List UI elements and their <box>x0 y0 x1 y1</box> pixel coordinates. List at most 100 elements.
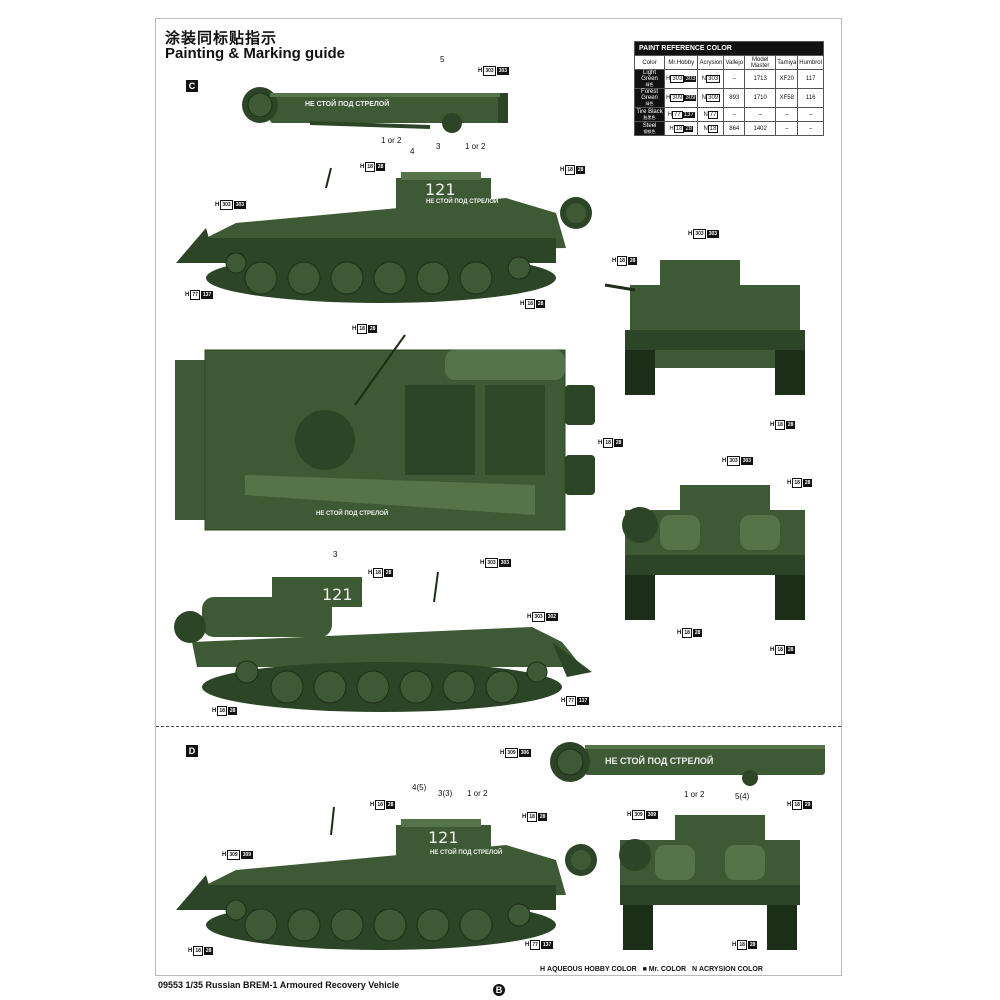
col-color: Color <box>633 55 666 70</box>
side-view-right-d <box>176 806 597 950</box>
crane-boom-drawing-d <box>550 742 825 786</box>
mrhobby-code: 309 <box>670 94 685 102</box>
legend-mr-label: ■ <box>642 966 647 973</box>
title-chinese: 涂装同标贴指示 <box>165 30 278 47</box>
vallejo-value: – <box>723 107 746 122</box>
callout-3-left: 3 <box>333 550 338 559</box>
title-english: Painting & Marking guide <box>165 45 346 62</box>
humbrol-value: – <box>797 121 824 136</box>
color-name: Light Green <box>641 70 658 82</box>
col-acrysion: Acrysion <box>697 55 725 70</box>
callout-3: 3 <box>436 142 441 151</box>
humbrol-value: – <box>797 107 824 122</box>
rear-view-d <box>619 815 800 950</box>
callout-1or2-d: 1 or 2 <box>467 789 488 798</box>
hull-number-c2: 121 <box>322 585 353 604</box>
mrcolor-code: 309 <box>684 95 697 101</box>
tamiya-value: XF58 <box>775 88 799 108</box>
mrhobby-code: 77 <box>672 110 683 119</box>
tamiya-value: XF20 <box>775 69 799 89</box>
mrcolor-code: 303 <box>684 76 697 82</box>
top-view-c <box>175 334 595 531</box>
hull-number-d: 121 <box>428 828 459 847</box>
footer-title: 09553 1/35 Russian BREM-1 Armoured Recov… <box>158 980 400 990</box>
acrysion-code: 18 <box>707 124 719 133</box>
legend-n-text: ACRYSION COLOR <box>698 966 763 973</box>
section-d-label: D <box>186 745 198 757</box>
mrcolor-code: 137 <box>682 111 695 118</box>
top-slogan-c: НЕ СТОЙ ПОД СТРЕЛОЙ <box>316 511 389 517</box>
acrysion-code: 309 <box>706 94 721 102</box>
legend-mr-text: Mr. COLOR <box>648 966 687 973</box>
boom-slogan-d: НЕ СТОЙ ПОД СТРЕЛОЙ <box>605 756 714 766</box>
callout-1or2-b: 1 or 2 <box>465 142 486 151</box>
mm-value: – <box>744 107 777 122</box>
callout-4-5: 4(5) <box>412 783 427 792</box>
color-name: Steel <box>642 122 657 129</box>
mm-value: 1710 <box>744 88 777 108</box>
paint-table-title: PAINT REFERENCE COLOR <box>634 41 824 56</box>
callout-3-3: 3(3) <box>438 789 453 798</box>
color-name-cn: 绿色 <box>645 82 654 87</box>
side-view-left-c <box>174 571 592 712</box>
callout-5: 5 <box>440 55 445 64</box>
front-view-c <box>604 260 805 395</box>
mrhobby-code: 303 <box>670 75 685 83</box>
legend-h-text: AQUEOUS HOBBY COLOR <box>547 966 637 973</box>
section-divider <box>156 726 841 727</box>
acrysion-code: 77 <box>707 110 719 119</box>
hull-slogan-d: НЕ СТОЙ ПОД СТРЕЛОЙ <box>430 850 503 856</box>
col-tamiya: Tamiya <box>775 55 799 70</box>
vallejo-value: 893 <box>723 88 746 108</box>
side-view-right-c <box>176 167 592 303</box>
tamiya-value: – <box>775 121 799 136</box>
color-name-cn: 胎黑色 <box>643 114 656 120</box>
mrhobby-code: 18 <box>673 124 685 133</box>
color-name-cn: 钢铁色 <box>643 128 656 134</box>
mrcolor-code: 28 <box>684 125 694 132</box>
humbrol-value: 117 <box>797 69 824 89</box>
legend-n-label: N <box>691 966 698 973</box>
page-frame <box>155 18 842 976</box>
col-humbrol: Humbrol <box>797 55 824 70</box>
color-name: Tire Black <box>636 108 663 115</box>
col-mrhobby: Mr.Hobby <box>664 55 699 70</box>
mm-value: 1402 <box>744 121 777 136</box>
paint-reference-table: PAINT REFERENCE COLOR Color Mr.Hobby Acr… <box>633 41 824 136</box>
humbrol-value: 116 <box>797 88 824 108</box>
callout-1or2-boom-d: 1 or 2 <box>684 790 705 799</box>
tamiya-value: – <box>775 107 799 122</box>
boom-slogan-c: НЕ СТОЙ ПОД СТРЕЛОЙ <box>305 101 390 108</box>
callout-1or2: 1 or 2 <box>381 136 402 145</box>
callout-5-4: 5(4) <box>735 792 750 801</box>
hull-slogan-c1: НЕ СТОЙ ПОД СТРЕЛОЙ <box>426 199 499 205</box>
